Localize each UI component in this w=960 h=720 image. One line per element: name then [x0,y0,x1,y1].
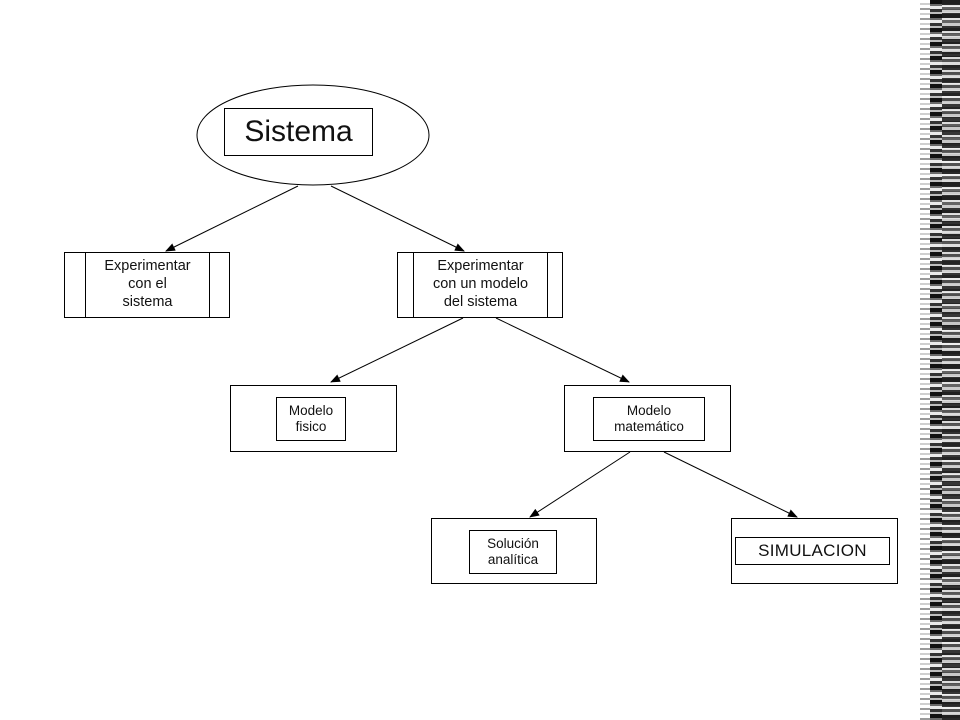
node-experimentar-sistema: Experimentar con el sistema [85,252,210,318]
torn-edge-decoration [920,0,960,720]
node-solucion-analitica: Solución analítica [469,530,557,574]
edge-modelo-to-matematico [495,317,630,383]
edge-matematico-to-simulacion [663,451,798,518]
node-sistema: Sistema [224,108,373,156]
edge-modelo-to-fisico [330,317,464,383]
node-modelo-fisico: Modelo fisico [276,397,346,441]
node-simulacion: SIMULACION [735,537,890,565]
edge-root-to-experimentar-modelo [330,185,465,252]
node-modelo-matematico: Modelo matemático [593,397,705,441]
edge-root-to-experimentar-sistema [165,185,299,252]
edge-matematico-to-solucion [529,451,631,518]
node-experimentar-modelo: Experimentar con un modelo del sistema [413,252,548,318]
